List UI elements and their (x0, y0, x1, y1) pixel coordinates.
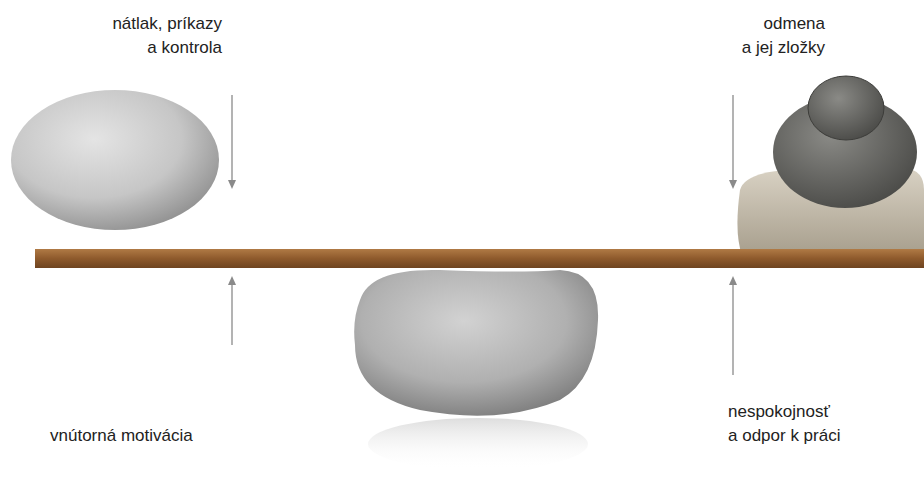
force-arrows (228, 95, 737, 375)
force-label: nátlak, príkazy a kontrola (112, 12, 222, 60)
force-label: vnútorná motivácia (50, 424, 193, 448)
force-label: nespokojnosť a odpor k práci (728, 400, 840, 448)
plank (35, 249, 924, 268)
left-stone (11, 90, 219, 230)
force-label: odmena a jej zložky (742, 12, 825, 60)
pebble-reflection (368, 418, 588, 470)
pivot-pebble (354, 270, 598, 416)
top-stone (808, 76, 884, 140)
